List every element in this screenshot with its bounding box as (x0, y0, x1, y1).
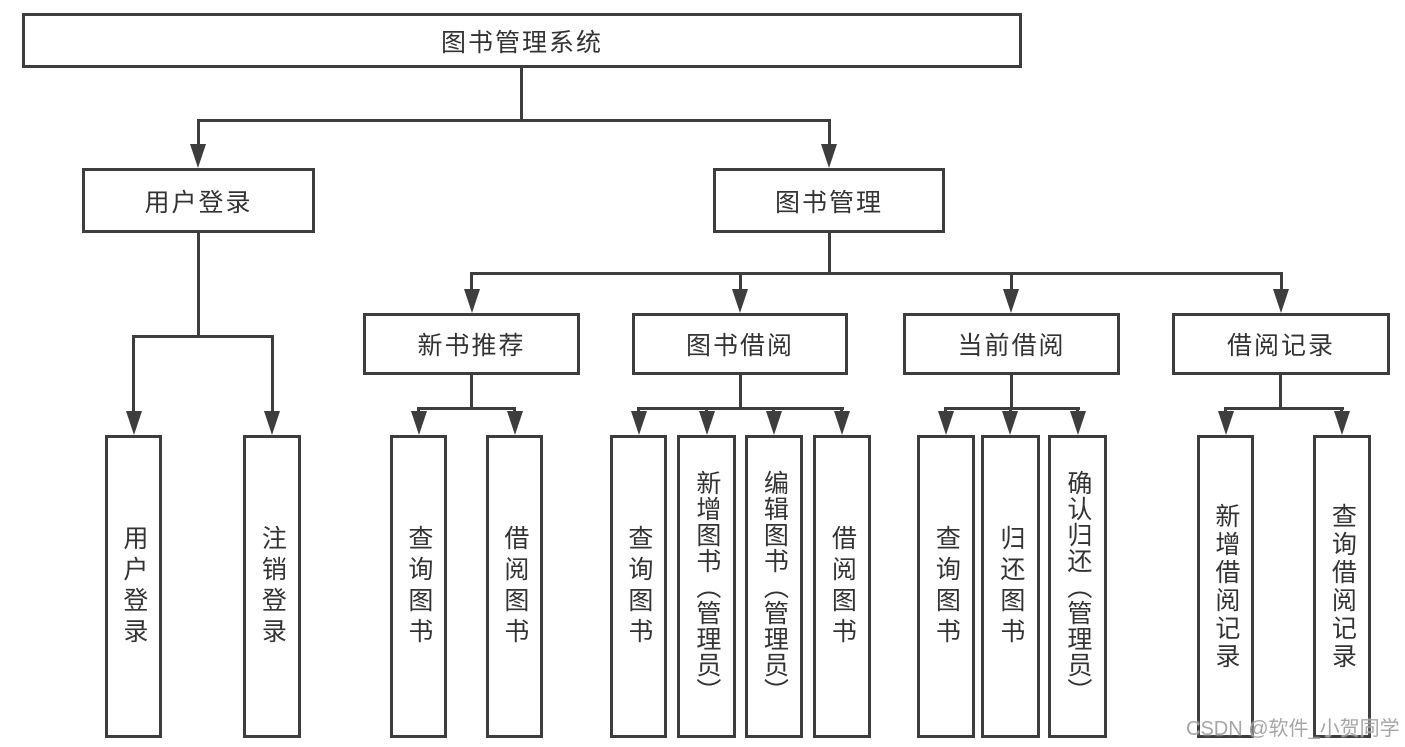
leaf-current-query-book: 查询图书 (917, 435, 975, 738)
leaf-current-confirm-return: 确认归还（管理员） (1048, 435, 1107, 738)
connector-root-stem (520, 68, 523, 119)
node-root: 图书管理系统 (22, 13, 1022, 68)
arrowhead-current-query (938, 411, 954, 435)
arrowhead-book-management (821, 144, 837, 168)
arrowhead-leaf-user-login (126, 411, 142, 435)
arrowhead-recommend-query (411, 411, 427, 435)
connector-recommend-rail (417, 407, 516, 410)
leaf-record-query: 查询借阅记录 (1313, 435, 1371, 738)
connector-level3-rail (470, 272, 1282, 275)
leaf-borrow-add-book: 新增图书（管理员） (677, 435, 736, 738)
connector-current-stem (1010, 375, 1013, 410)
arrowhead-current-return (1002, 411, 1018, 435)
leaf-borrow-query-book: 查询图书 (610, 435, 667, 738)
connector-drop-book-borrow (739, 272, 742, 291)
leaf-borrow-edit-book: 编辑图书（管理员） (745, 435, 803, 738)
arrowhead-borrow-add (699, 411, 715, 435)
node-book-borrow: 图书借阅 (632, 313, 848, 375)
connector-recommend-stem (470, 375, 473, 410)
connector-current-rail (944, 407, 1080, 410)
connector-book-management-stem (828, 233, 831, 275)
connector-drop-new-book-recommend (470, 272, 473, 291)
leaf-record-add: 新增借阅记录 (1197, 435, 1254, 738)
connector-drop-record-add (1224, 407, 1227, 413)
connector-drop-borrow-edit (772, 407, 775, 413)
leaf-logout: 注销登录 (243, 435, 301, 738)
connector-drop-current-query (944, 407, 947, 413)
node-current-borrow: 当前借阅 (903, 313, 1120, 375)
arrowhead-borrow-edit (766, 411, 782, 435)
arrowhead-current-confirm (1070, 411, 1086, 435)
arrowhead-leaf-logout (264, 411, 280, 435)
node-book-management: 图书管理 (713, 168, 945, 233)
arrowhead-user-login (190, 144, 206, 168)
connector-drop-borrow-record (1280, 272, 1283, 291)
arrowhead-record-add (1218, 411, 1234, 435)
connector-record-rail (1224, 407, 1344, 410)
connector-drop-current-return (1009, 407, 1012, 413)
node-new-book-recommend: 新书推荐 (363, 313, 580, 375)
arrowhead-record-query (1334, 411, 1350, 435)
connector-drop-leaf-logout (271, 335, 274, 411)
connector-user-login-stem (197, 233, 200, 335)
connector-drop-current-confirm (1076, 407, 1079, 413)
connector-level2-rail (197, 119, 831, 122)
connector-book-borrow-stem (739, 375, 742, 410)
arrowhead-new-book-recommend (464, 289, 480, 313)
leaf-current-return-book: 归还图书 (981, 435, 1040, 738)
arrowhead-book-borrow (732, 289, 748, 313)
connector-drop-book-management (828, 119, 831, 148)
leaf-user-login: 用户登录 (105, 435, 162, 738)
connector-drop-record-query (1340, 407, 1343, 413)
connector-drop-current-borrow (1010, 272, 1013, 291)
arrowhead-borrow-record (1273, 289, 1289, 313)
connector-drop-user-login (197, 119, 200, 148)
connector-drop-recommend-query (417, 407, 420, 413)
connector-drop-borrow-borrow (840, 407, 843, 413)
watermark: CSDN @软件_小贺同学 (1186, 718, 1400, 740)
leaf-recommend-query-book: 查询图书 (390, 435, 447, 738)
connector-drop-borrow-query (637, 407, 640, 413)
connector-drop-borrow-add (705, 407, 708, 413)
connector-drop-recommend-borrow (513, 407, 516, 413)
connector-drop-leaf-user-login (132, 335, 135, 411)
arrowhead-borrow-borrow (834, 411, 850, 435)
connector-record-stem (1279, 375, 1282, 410)
leaf-borrow-borrow-book: 借阅图书 (813, 435, 871, 738)
node-borrow-record: 借阅记录 (1172, 313, 1390, 375)
arrowhead-recommend-borrow (507, 411, 523, 435)
node-user-login: 用户登录 (82, 168, 315, 233)
connector-user-login-rail (132, 335, 274, 338)
leaf-recommend-borrow-book: 借阅图书 (486, 435, 543, 738)
arrowhead-borrow-query (631, 411, 647, 435)
arrowhead-current-borrow (1003, 289, 1019, 313)
connector-book-borrow-rail (637, 407, 844, 410)
